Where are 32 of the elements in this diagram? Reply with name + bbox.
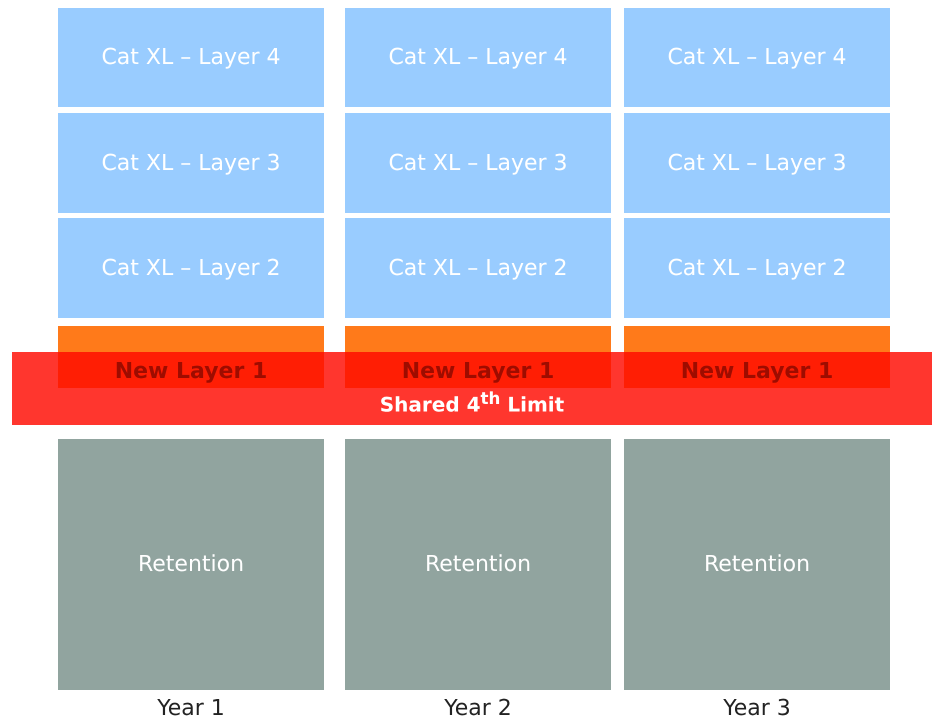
layer-block bbox=[345, 218, 611, 318]
retention-block bbox=[345, 439, 611, 690]
year-label: Year 2 bbox=[443, 696, 513, 721]
layer-label: Cat XL – Layer 4 bbox=[667, 45, 847, 70]
layer-block bbox=[345, 113, 611, 213]
retention-block bbox=[58, 439, 324, 690]
layer-block bbox=[58, 218, 324, 318]
layer-label: Cat XL – Layer 3 bbox=[667, 150, 847, 176]
layer-label: Cat XL – Layer 2 bbox=[101, 256, 281, 280]
layer-block bbox=[624, 8, 890, 107]
layer-label: Cat XL – Layer 2 bbox=[667, 256, 847, 280]
layer-label: New Layer 1 bbox=[402, 359, 554, 384]
layer-label: New Layer 1 bbox=[680, 359, 834, 384]
shared-limit-band bbox=[12, 352, 932, 425]
layer-block bbox=[345, 8, 611, 107]
retention-label: Retention bbox=[704, 552, 810, 577]
layer-label: Cat XL – Layer 4 bbox=[388, 45, 568, 70]
layer-block bbox=[58, 113, 324, 213]
year-label: Year 3 bbox=[722, 696, 792, 721]
year-label: Year 1 bbox=[156, 696, 226, 721]
layer-label: New Layer 1 bbox=[114, 359, 268, 384]
layer-label: Cat XL – Layer 3 bbox=[101, 150, 281, 176]
layer-block bbox=[624, 113, 890, 213]
retention-label: Retention bbox=[138, 552, 244, 577]
layer-label: Cat XL – Layer 2 bbox=[388, 256, 568, 280]
retention-label: Retention bbox=[424, 552, 532, 577]
retention-block bbox=[624, 439, 890, 690]
layer-block bbox=[624, 218, 890, 318]
band-label: Shared 4$^{th}$ Limit bbox=[380, 389, 564, 417]
layer-label: Cat XL – Layer 3 bbox=[388, 150, 568, 176]
layer-label: Cat XL – Layer 4 bbox=[101, 45, 281, 70]
layer-block bbox=[58, 8, 324, 107]
